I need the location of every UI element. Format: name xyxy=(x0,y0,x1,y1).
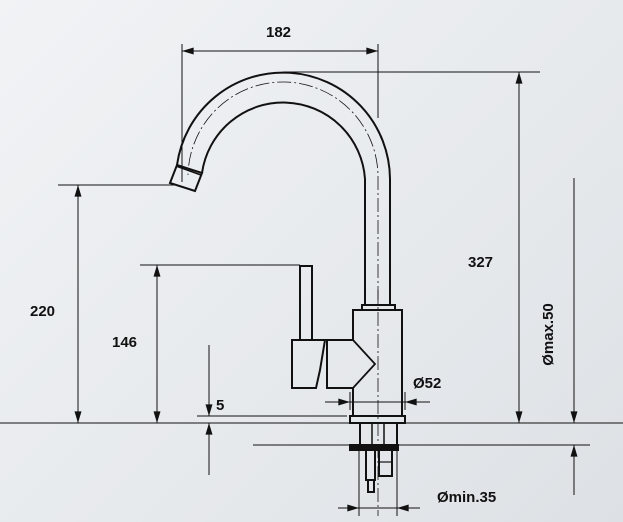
spout xyxy=(176,71,391,305)
lever-stem xyxy=(299,265,313,341)
label-total-height: 327 xyxy=(468,254,494,271)
label-base-diameter: Ø52 xyxy=(413,375,442,392)
label-min-hole: Ømin.35 xyxy=(437,489,497,506)
shank xyxy=(359,422,398,446)
hose-pipe xyxy=(365,449,376,481)
base-plate xyxy=(349,415,406,424)
label-lever-height: 146 xyxy=(112,334,138,351)
handle xyxy=(291,339,327,389)
label-spout-height: 220 xyxy=(30,303,56,320)
label-spout-reach: 182 xyxy=(266,24,292,41)
aerator xyxy=(168,163,204,193)
spout-inner xyxy=(201,101,366,305)
label-max-deck: Ømax.50 xyxy=(539,303,557,366)
body xyxy=(326,309,403,417)
spout-center-line xyxy=(187,81,379,300)
label-base-thickness: 5 xyxy=(216,397,225,414)
faucet xyxy=(168,71,406,493)
hose-fitting xyxy=(378,449,393,477)
